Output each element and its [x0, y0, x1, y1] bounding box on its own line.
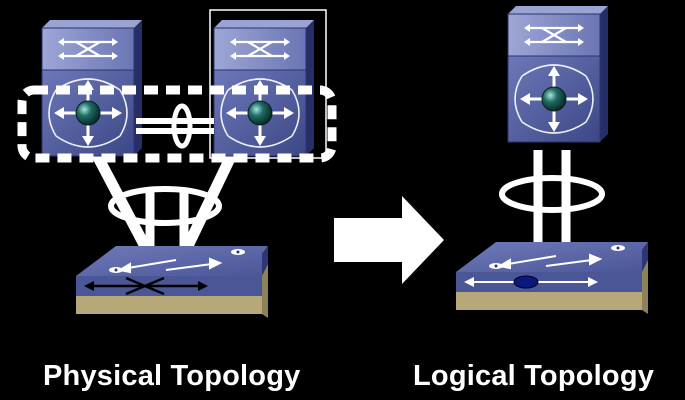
virtual-switch-boundary — [17, 85, 337, 163]
access-switch-icon — [76, 246, 268, 318]
logical-links — [533, 150, 571, 248]
access-switch-icon — [456, 242, 648, 314]
logical-topology-caption: Logical Topology — [413, 360, 655, 392]
router-switch-icon — [506, 4, 610, 144]
port-channel-icon — [171, 103, 193, 149]
physical-topology-caption: Physical Topology — [43, 360, 301, 392]
port-channel-icon — [108, 186, 222, 226]
port-channel-icon — [499, 175, 605, 213]
arrow-right-icon — [334, 196, 444, 284]
